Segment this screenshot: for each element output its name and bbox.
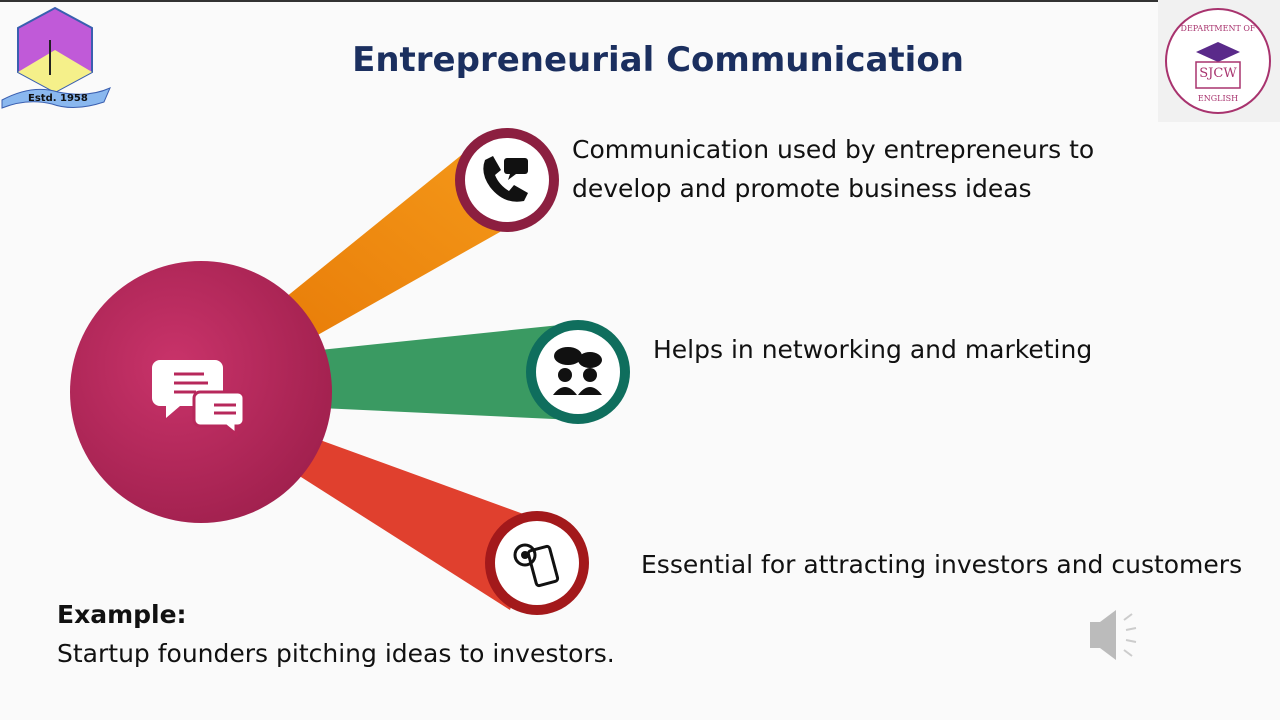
point-3-text: Essential for attracting investors and c…: [641, 550, 1243, 579]
top-border: [0, 0, 1160, 2]
department-logo-top: DEPARTMENT OF: [1180, 24, 1256, 33]
node-3: [485, 511, 589, 615]
point-1-text: Communication used by entrepreneurs to d…: [572, 130, 1094, 208]
node-2: [526, 320, 630, 424]
logo-established: Estd. 1958: [28, 93, 88, 104]
arm-red: [290, 440, 540, 610]
people-chat-icon: [553, 347, 602, 395]
point-2-text: Helps in networking and marketing: [653, 335, 1093, 364]
slide-title: Entrepreneurial Communication: [352, 40, 964, 80]
department-logo-center: SJCW: [1199, 66, 1237, 81]
college-logo: [1, 6, 111, 109]
point-1-line-2: develop and promote business ideas: [572, 174, 1032, 203]
phone-chat-icon: [483, 156, 528, 202]
node-1: [455, 128, 559, 232]
chat-bubbles-icon: [152, 360, 246, 438]
department-logo-bottom: ENGLISH: [1197, 94, 1239, 103]
example-text: Startup founders pitching ideas to inves…: [57, 639, 615, 668]
department-logo: DEPARTMENT OF SJCW ENGLISH: [1158, 0, 1280, 122]
point-1-line-1: Communication used by entrepreneurs to: [572, 135, 1095, 164]
mobile-touch-icon: [513, 543, 560, 588]
speaker-icon[interactable]: [1090, 610, 1137, 660]
arm-green: [320, 325, 575, 420]
example-label: Example:: [57, 600, 187, 629]
